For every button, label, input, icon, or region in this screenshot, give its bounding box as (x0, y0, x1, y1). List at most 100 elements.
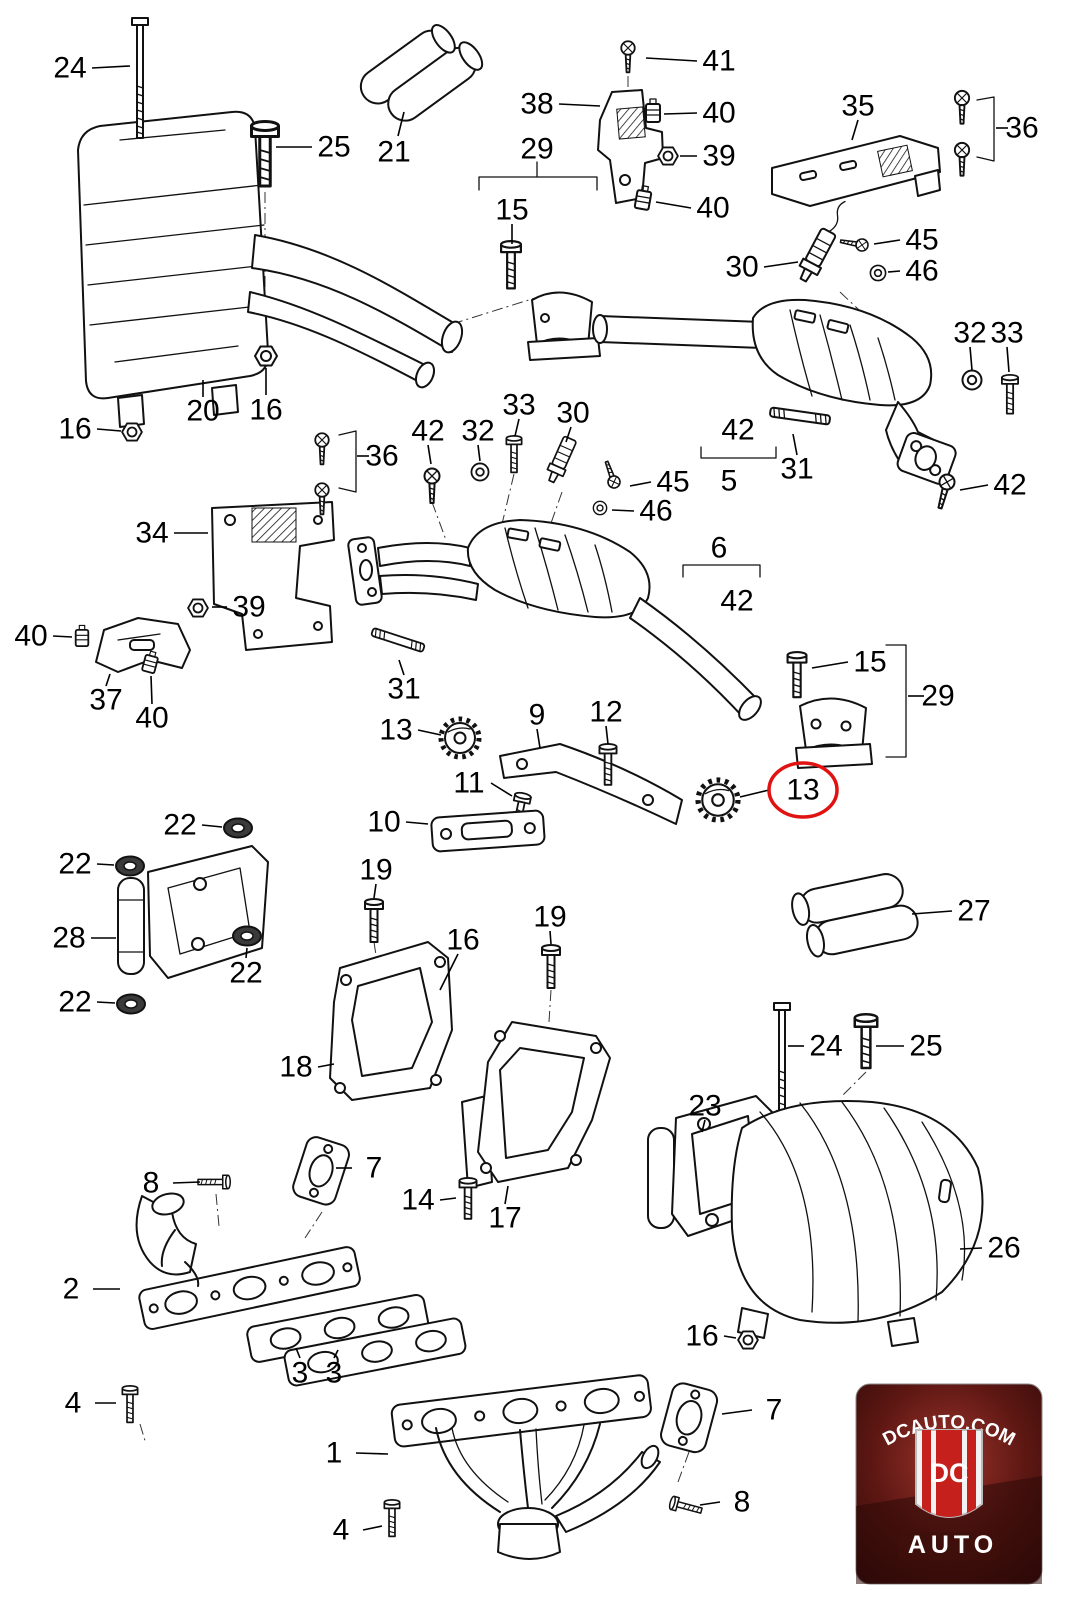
leader-line (172, 1181, 201, 1184)
leader-line (959, 1247, 983, 1250)
washer-32-right (961, 369, 983, 391)
muffler-26-drawing (730, 1100, 984, 1347)
logo-dc-text: DC (930, 1458, 969, 1488)
part-number-42: 42 (411, 415, 444, 448)
leader-line (739, 789, 770, 798)
crossbar-9-drawing (499, 743, 683, 825)
bracket-37-drawing (95, 617, 191, 673)
leader-line (96, 863, 115, 866)
tailpipe-21-drawing (359, 24, 484, 122)
part-number-7: 7 (766, 1394, 783, 1427)
part-number-2: 2 (63, 1273, 80, 1306)
part-number-40: 40 (702, 97, 735, 130)
part-number-19: 19 (533, 901, 566, 934)
part-number-22: 22 (163, 809, 196, 842)
part-number-10: 10 (367, 806, 400, 839)
part-number-30: 30 (556, 397, 589, 430)
part-number-36: 36 (365, 440, 398, 473)
stud-31-left (370, 626, 426, 654)
washer-32-mid (470, 462, 490, 482)
leader-line (295, 1347, 301, 1359)
nut-16-left (121, 422, 143, 442)
bracket-34-drawing (211, 501, 335, 651)
part-number-15: 15 (853, 646, 886, 679)
part-number-42: 42 (720, 585, 753, 618)
leader-line (201, 824, 223, 828)
part-number-12: 12 (589, 696, 622, 729)
hanger-13-right (698, 780, 738, 820)
part-number-4: 4 (333, 1514, 350, 1547)
part-number-42: 42 (993, 469, 1026, 502)
clip-40-upper (645, 98, 661, 123)
part-number-17: 17 (488, 1202, 521, 1235)
screw-36-top-1 (953, 89, 971, 125)
gaskets-3-drawing (246, 1293, 467, 1387)
part-number-16: 16 (446, 924, 479, 957)
leader-line (629, 481, 652, 487)
part-number-45: 45 (905, 224, 938, 257)
part-number-8: 8 (734, 1486, 751, 1519)
bolt-4-left (121, 1384, 139, 1424)
leader-line (887, 270, 901, 273)
leader-line (397, 111, 405, 137)
part-number-11: 11 (453, 767, 484, 800)
bracket-18-drawing (329, 941, 453, 1101)
leader-line (405, 821, 429, 825)
rear-muffler-20-drawing (77, 110, 464, 428)
part-number-32: 32 (461, 415, 494, 448)
dcauto-logo: DCAUTO.COM DC AUTO (855, 1383, 1043, 1585)
leader-line (558, 103, 601, 107)
part-number-7: 7 (366, 1152, 383, 1185)
clamp-29-right-drawing (795, 697, 873, 769)
nut-39-top (657, 146, 679, 166)
part-number-35: 35 (841, 90, 874, 123)
hanger-13-left (441, 719, 479, 757)
part-number-33: 33 (990, 317, 1023, 350)
stud-8-right (667, 1495, 704, 1518)
leader-line (362, 1525, 383, 1531)
part-number-18: 18 (279, 1051, 312, 1084)
leader-line (96, 1001, 116, 1004)
part-number-22: 22 (58, 986, 91, 1019)
leader-line (605, 725, 609, 745)
grommet-22-4 (116, 993, 146, 1015)
part-number-5: 5 (721, 465, 738, 498)
part-number-39: 39 (232, 591, 265, 624)
part-number-31: 31 (387, 673, 420, 706)
leader-line (355, 1452, 389, 1455)
highlight-circle (767, 761, 839, 819)
part-number-40: 40 (135, 702, 168, 735)
nut-16-top (254, 345, 278, 367)
leader-line (959, 484, 989, 491)
leader-line (439, 1197, 457, 1201)
leader-line (911, 910, 953, 915)
gasket-7-left-drawing (292, 1136, 350, 1206)
manifold-1-drawing (390, 1374, 661, 1560)
stud-8-left (197, 1174, 231, 1190)
part-number-9: 9 (529, 699, 546, 732)
part-number-27: 27 (957, 895, 990, 928)
part-number-40: 40 (696, 192, 729, 225)
bolt-15-top (500, 240, 523, 290)
leader-line (549, 930, 552, 945)
leader-line (1006, 346, 1010, 373)
part-number-41: 41 (702, 45, 735, 78)
leader-line (699, 1501, 721, 1506)
leader-line (398, 659, 405, 676)
leader-line (645, 57, 698, 62)
bolt-14 (458, 1176, 478, 1220)
part-number-21: 21 (377, 136, 410, 169)
leader-line (763, 261, 799, 268)
leader-line (427, 444, 432, 465)
leader-line (417, 729, 442, 736)
bracket-17-drawing (461, 1021, 611, 1189)
part-number-14: 14 (401, 1184, 434, 1217)
plate-10-drawing (430, 809, 546, 853)
catalytic-converter-6-drawing (347, 519, 762, 721)
leader-line (477, 444, 481, 462)
logo-auto-text: AUTO (908, 1531, 998, 1559)
screw-36-mid-1 (314, 432, 330, 466)
leader-line (333, 1349, 339, 1359)
